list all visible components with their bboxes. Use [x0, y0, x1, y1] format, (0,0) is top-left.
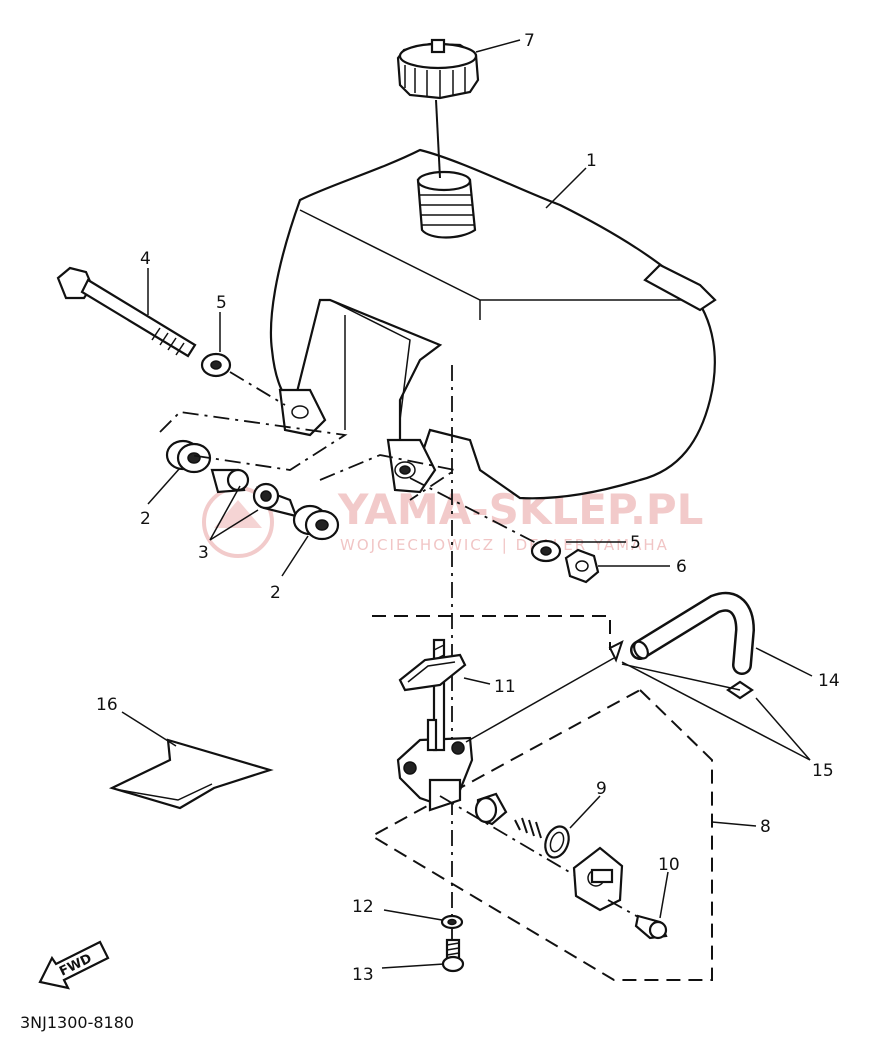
callout-9: 9 — [596, 779, 607, 799]
valve-plug — [439, 792, 601, 891]
fuel-hose — [630, 591, 756, 675]
grommet-right — [292, 504, 340, 541]
fuel-cock — [396, 638, 474, 812]
bolt — [56, 266, 197, 358]
fuel-tank — [269, 148, 717, 500]
callout-16: 16 — [96, 695, 118, 715]
grommet-left — [165, 439, 212, 474]
callout-5-lower: 5 — [630, 533, 641, 553]
gasket — [440, 914, 464, 930]
callout-4: 4 — [140, 249, 151, 269]
washer-lower — [409, 477, 562, 563]
callout-11: 11 — [494, 677, 516, 697]
callout-1: 1 — [586, 151, 597, 171]
drain-screw — [441, 938, 465, 973]
callout-14: 14 — [818, 671, 840, 691]
callout-13: 13 — [352, 965, 374, 985]
callout-3: 3 — [198, 543, 209, 563]
callout-labels: 7 1 4 5 2 3 2 5 6 11 14 15 9 8 10 16 12 … — [96, 31, 840, 985]
callout-12: 12 — [352, 897, 374, 917]
hose-clips — [465, 640, 754, 743]
mounting-guide-line — [159, 411, 348, 471]
callout-8: 8 — [760, 817, 771, 837]
part-code: 3NJ1300-8180 — [20, 1013, 134, 1032]
nut — [564, 548, 600, 584]
leader-lines — [121, 39, 813, 969]
callout-15: 15 — [812, 761, 834, 781]
watermark-sub-text: WOJCIECHOWICZ | DEALER YAMAHA — [340, 536, 669, 554]
lever-plate — [572, 846, 624, 912]
screw — [607, 899, 668, 940]
callout-6: 6 — [676, 557, 687, 577]
forward-direction-arrow: FWD — [38, 940, 110, 990]
watermark: YAMA-SKLEP.PL WOJCIECHOWICZ | DEALER YAM… — [202, 485, 703, 558]
callout-2-right: 2 — [270, 583, 281, 603]
fuel-cap — [396, 38, 480, 179]
callout-5-upper: 5 — [216, 293, 227, 313]
callout-2-left: 2 — [140, 509, 151, 529]
callout-7: 7 — [524, 31, 535, 51]
filter-clip — [398, 653, 467, 692]
callout-10: 10 — [658, 855, 680, 875]
washer-upper — [200, 352, 286, 406]
collars — [210, 468, 298, 518]
valve-spring — [514, 817, 542, 839]
o-ring — [544, 825, 570, 859]
tank-label — [108, 738, 274, 810]
